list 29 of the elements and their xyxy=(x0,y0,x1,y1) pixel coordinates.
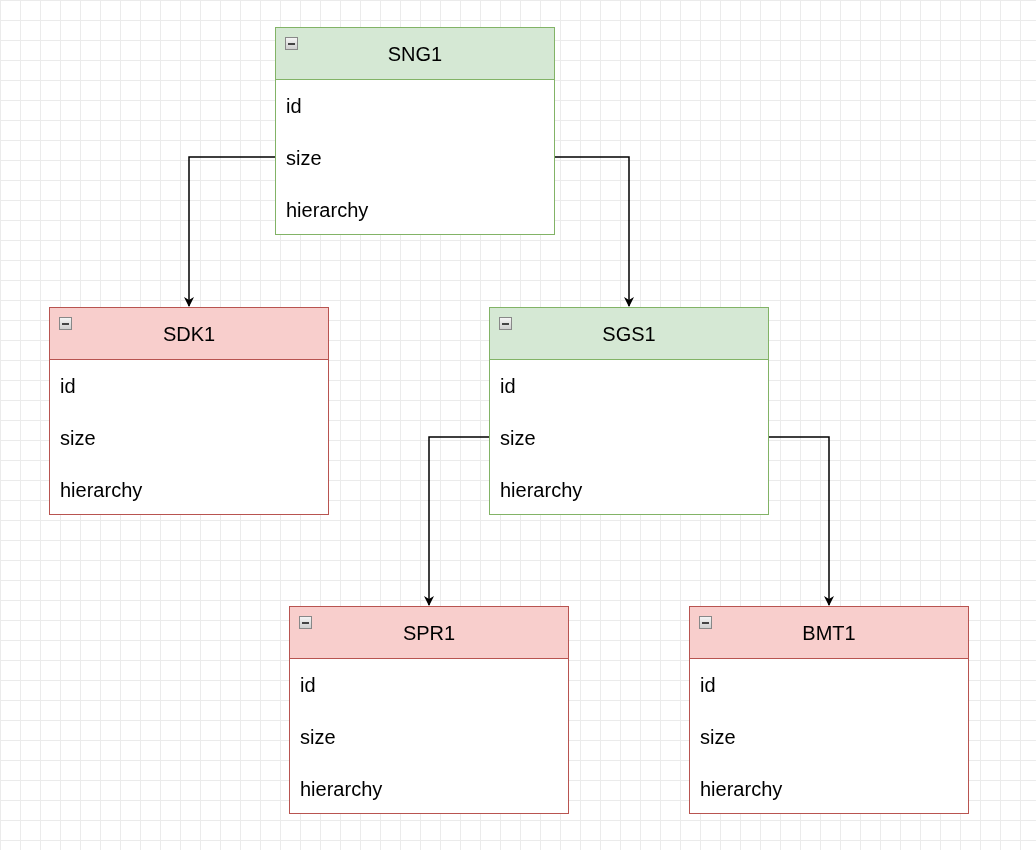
class-box xyxy=(289,606,569,814)
field-label: id xyxy=(60,374,76,399)
arrow xyxy=(184,156,276,307)
class-box xyxy=(49,307,329,515)
field-label: hierarchy xyxy=(286,198,369,223)
field-label: hierarchy xyxy=(500,478,583,503)
class-box xyxy=(275,27,555,235)
field-label: id xyxy=(286,94,302,119)
class-title: SDK1 xyxy=(162,321,216,347)
field-label: size xyxy=(300,725,336,750)
arrow xyxy=(554,156,634,307)
field-label: size xyxy=(286,146,322,171)
field-label: id xyxy=(300,673,316,698)
field-label: size xyxy=(700,725,736,750)
field-label: size xyxy=(60,426,96,451)
arrow xyxy=(424,436,490,606)
class-box xyxy=(489,307,769,515)
field-label: id xyxy=(500,374,516,399)
arrow xyxy=(768,436,834,606)
class-box xyxy=(689,606,969,814)
class-title: SGS1 xyxy=(602,321,656,347)
field-label: id xyxy=(700,673,716,698)
field-label: hierarchy xyxy=(60,478,143,503)
field-label: size xyxy=(500,426,536,451)
class-title: SPR1 xyxy=(402,620,456,646)
field-label: hierarchy xyxy=(700,777,783,802)
class-title: SNG1 xyxy=(387,41,443,67)
class-title: BMT1 xyxy=(802,620,856,646)
field-label: hierarchy xyxy=(300,777,383,802)
